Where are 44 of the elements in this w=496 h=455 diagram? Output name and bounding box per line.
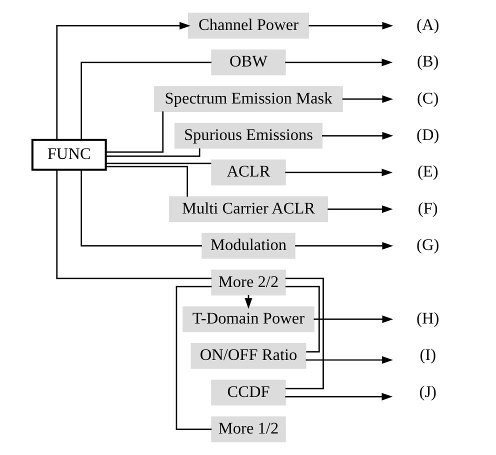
node-box: ON/OFF Ratio — [190, 343, 306, 369]
connector — [56, 170, 212, 280]
node-box: Multi Carrier ACLR — [168, 196, 328, 222]
arrow — [308, 22, 393, 30]
arrow — [284, 168, 392, 176]
node-text: (I) — [419, 345, 436, 364]
node-box: Spectrum Emission Mask — [154, 86, 342, 112]
node-box: More 2/2 — [210, 270, 286, 296]
node-text: (D) — [416, 124, 439, 144]
node-box: OBW — [210, 49, 286, 76]
connector — [80, 62, 211, 140]
arrow — [284, 58, 392, 66]
node-box: FUNC — [30, 138, 106, 171]
arrow — [284, 392, 392, 400]
connector — [105, 166, 188, 197]
node-box: More 1/2 — [210, 416, 286, 442]
node-box: CCDF — [210, 380, 286, 406]
connector — [284, 278, 324, 390]
node-box: ACLR — [210, 160, 286, 186]
node-box: T-Domain Power — [182, 306, 314, 332]
arrow — [327, 205, 392, 213]
connector — [175, 286, 212, 430]
connector — [105, 162, 211, 164]
arrow — [56, 22, 190, 140]
connector — [106, 148, 200, 157]
node-text: (B) — [416, 52, 438, 71]
node-text: (C) — [416, 88, 438, 108]
arrow — [342, 95, 393, 103]
arrow — [321, 132, 393, 140]
node-box: Spurious Emissions — [174, 122, 322, 149]
node-text: (J) — [418, 382, 436, 401]
arrow — [305, 356, 392, 364]
node-text: (F) — [417, 198, 438, 218]
node-text: (E) — [416, 162, 438, 181]
node-box: Modulation — [201, 232, 295, 259]
node-box: Channel Power — [188, 12, 308, 39]
arrow — [294, 242, 393, 250]
node-text: (H) — [416, 308, 439, 328]
node-text: (G) — [416, 235, 439, 254]
arrow — [313, 315, 393, 324]
node-text: (A) — [416, 14, 439, 34]
connector — [106, 111, 164, 153]
connector — [285, 286, 320, 353]
connector — [80, 170, 202, 247]
